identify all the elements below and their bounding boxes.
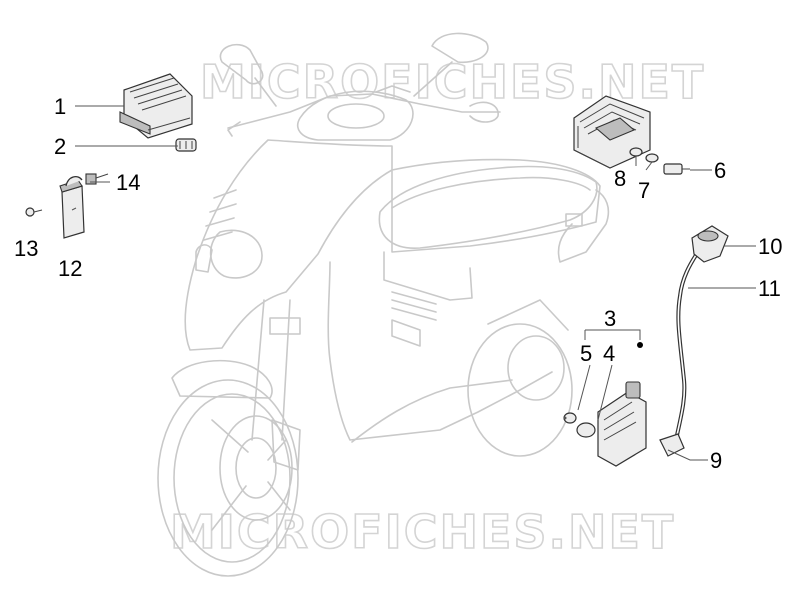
watermark-bottom: MICROFICHES.NET <box>170 505 675 559</box>
callout-1: 1 <box>54 94 66 119</box>
part-voltage-regulator <box>119 73 193 139</box>
callout-8: 8 <box>614 166 626 191</box>
part-relay <box>59 173 109 239</box>
callout-10: 10 <box>758 234 782 259</box>
part-washers-right <box>629 147 690 175</box>
callout-11: 11 <box>758 276 781 301</box>
callout-13: 13 <box>14 236 38 261</box>
part-screw-13 <box>25 207 43 217</box>
callout-numbers: 1 2 3 4 5 6 7 8 9 10 11 12 13 14 <box>14 94 782 473</box>
callout-4: 4 <box>603 341 615 366</box>
scooter-illustration <box>157 32 610 577</box>
part-ignition-unit <box>563 381 647 467</box>
part-spark-plug-lead <box>659 225 729 457</box>
callout-14: 14 <box>116 170 140 195</box>
callout-3-marker-dot <box>637 342 643 348</box>
callout-6: 6 <box>714 158 726 183</box>
callout-5-marker-dot <box>563 416 567 420</box>
part-screw-2 <box>175 138 197 152</box>
leader-lines <box>71 105 756 461</box>
callout-7: 7 <box>638 178 650 203</box>
callout-5: 5 <box>580 341 592 366</box>
callout-2: 2 <box>54 134 66 159</box>
callout-12: 12 <box>58 256 82 281</box>
callout-3: 3 <box>604 306 616 331</box>
watermark-top: MICROFICHES.NET <box>200 55 705 109</box>
callout-9: 9 <box>710 448 722 473</box>
